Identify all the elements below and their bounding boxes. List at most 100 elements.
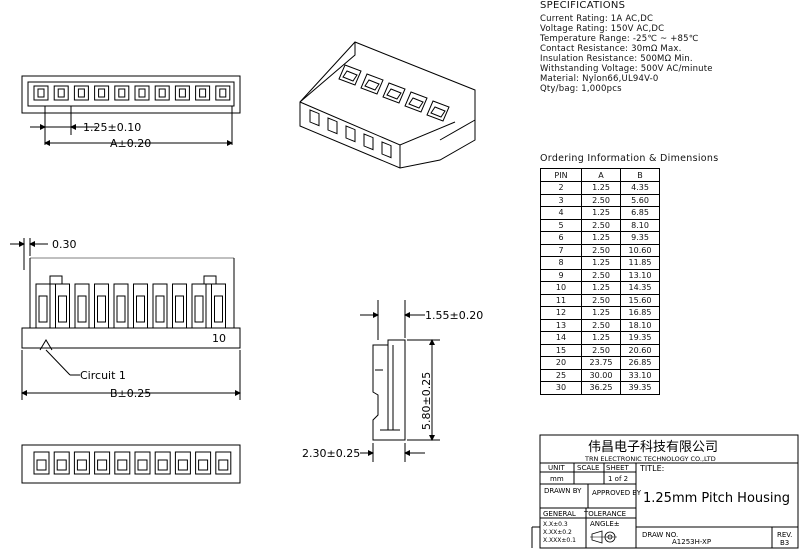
top-cavity-window (57, 88, 65, 98)
front-pin-slot (172, 283, 187, 329)
sheet-label: SHEET (606, 464, 630, 472)
iso-front-window (345, 125, 356, 143)
spec-line: Contact Resistance: 30mΩ Max. (540, 44, 682, 54)
top-cavity (215, 85, 231, 101)
front-pin-inner (58, 295, 67, 323)
top-cavity (33, 85, 49, 101)
top-view (21, 75, 241, 146)
top-cavity (94, 85, 110, 101)
front-pin-inner (194, 295, 204, 323)
bottom-cavity-window (97, 459, 108, 471)
title-label: TITLE: (639, 464, 664, 473)
side-width-dimension-label: 2.30±0.25 (302, 447, 360, 460)
top-cavity-window (158, 88, 166, 98)
top-cavity (195, 85, 211, 101)
draw-no-value: A1253H-XP (672, 538, 711, 546)
iso-top-slot-inner (430, 106, 446, 118)
bottom-cavity-window (177, 459, 188, 471)
tolerance-line-1: X.X±0.3 (543, 521, 568, 528)
drawing-title: 1.25mm Pitch Housing (643, 491, 790, 506)
bottom-cavity-window (76, 459, 87, 471)
angle-label: ANGLE± (590, 520, 620, 528)
top-cavity-window (219, 88, 227, 98)
side-view (360, 300, 440, 462)
front-pin-inner (77, 295, 87, 323)
front-pin-slot (113, 283, 129, 329)
company-name-english: TRN ELECTRONIC TECHNOLOGY CO.,LTD (584, 455, 716, 463)
bottom-cavity (53, 451, 70, 475)
front-pin-slot (133, 283, 148, 329)
iso-top-slot-inner (364, 79, 380, 91)
iso-top-slot-inner (386, 88, 402, 100)
top-cavity (154, 85, 170, 101)
top-cavity-window (37, 88, 45, 98)
bottom-cavity (154, 451, 171, 475)
front-pin-slot (55, 283, 70, 329)
iso-top-slot (404, 91, 428, 113)
column-header-pin: PIN (540, 168, 582, 182)
front-pin-inner (97, 295, 106, 323)
iso-front-window (327, 117, 338, 135)
side-top-dimension-label: 1.55±0.20 (425, 309, 483, 322)
bottom-cavity-window (117, 459, 128, 471)
revision-value: B3 (780, 539, 789, 547)
spec-line: Current Rating: 1A AC,DC (540, 14, 654, 24)
front-pin-inner (38, 295, 48, 323)
bottom-cavity (33, 451, 50, 475)
iso-top-slot (338, 64, 362, 86)
front-pin-slot (191, 283, 207, 329)
drawn-by-label: DRAWN BY (544, 487, 582, 495)
general-label: GENERAL (543, 510, 576, 518)
iso-top-slot-inner (342, 70, 358, 82)
title-block-frame (531, 434, 799, 549)
spec-line: Material: Nylon66,UL94V-0 (540, 74, 659, 84)
bottom-cavity (134, 451, 151, 475)
spec-line: Qty/bag: 1,000pcs (540, 84, 622, 94)
sheet-value: 1 of 2 (608, 475, 628, 483)
pitch-dimension-label: 1.25±0.10 (83, 121, 141, 134)
side-height-dimension-label: 5.80±0.25 (420, 372, 433, 430)
spec-line: Voltage Rating: 150V AC,DC (540, 24, 665, 34)
top-cavity-window (77, 88, 85, 98)
iso-front-window (381, 141, 392, 159)
unit-label: UNIT (548, 464, 565, 472)
bottom-cavity (174, 451, 191, 475)
column-header-a: A (581, 168, 621, 182)
top-cavity (73, 85, 89, 101)
ordering-title: Ordering Information & Dimensions (540, 153, 719, 164)
top-cavity (174, 85, 190, 101)
unit-value: mm (550, 475, 564, 483)
specifications-title: SPECIFICATIONS (540, 0, 626, 11)
spec-line: Temperature Range: -25℃ ~ +85℃ (540, 34, 699, 44)
iso-top-slot (360, 73, 384, 95)
bottom-cavity-window (137, 459, 148, 471)
company-name-chinese: 伟昌电子科技有限公司 (588, 440, 718, 455)
top-cavity-window (118, 88, 126, 98)
approved-by-label: APPROVED BY (592, 489, 642, 497)
wall-dimension-label: 0.30 (52, 238, 77, 251)
specifications-list: Current Rating: 1A AC,DC Voltage Rating:… (540, 14, 713, 94)
bottom-cavity (73, 451, 90, 475)
bottom-cavity-window (56, 459, 67, 471)
front-pin-slot (74, 283, 90, 329)
bottom-cavity-window (36, 459, 47, 471)
front-view (10, 238, 241, 400)
b-dimension-label: B±0.25 (110, 387, 151, 400)
bottom-cavity-window (198, 459, 209, 471)
a-dimension-label: A±0.20 (110, 137, 151, 150)
b-cell: 9.35 (620, 231, 660, 245)
top-cavity (114, 85, 130, 101)
top-cavity-window (199, 88, 207, 98)
projection-symbol-icon (590, 530, 617, 544)
iso-front-window (363, 133, 374, 151)
